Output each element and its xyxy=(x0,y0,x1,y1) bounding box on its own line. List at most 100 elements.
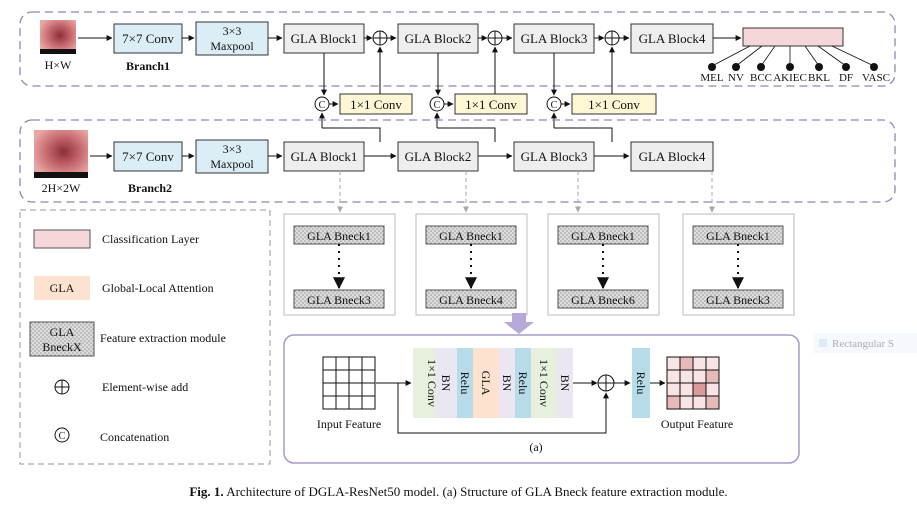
bneck-group-3 xyxy=(547,213,660,316)
class-label-akiec: AKIEC xyxy=(773,72,807,84)
bneck-group-3-bottom: GLA Bneck6 xyxy=(571,293,635,307)
detail-layer-bn2 xyxy=(499,348,515,418)
svg-text:C: C xyxy=(434,100,441,111)
branch1-add-node-1 xyxy=(372,30,388,46)
detail-layer-conv2-label: 1×1 Conv xyxy=(537,359,551,407)
fusion-conv2-label: 1×1 Conv xyxy=(465,97,517,112)
class-output-nodes xyxy=(708,63,878,71)
legend-classification-swatch xyxy=(33,229,91,249)
legend-concat-icon: C xyxy=(54,427,70,443)
class-label-bcc: BCC xyxy=(750,72,772,84)
class-label-df: DF xyxy=(839,72,853,84)
legend-bneck-line2: BneckX xyxy=(42,340,82,354)
detail-layer-bn1-label: BN xyxy=(439,375,453,392)
detail-relu-after-add-label: Relu xyxy=(634,372,648,395)
branch2-conv7-label: 7×7 Conv xyxy=(122,149,174,164)
branch1-input-label: H×W xyxy=(45,58,72,72)
branch2-container xyxy=(19,119,896,203)
branch1-name: Branch1 xyxy=(126,59,170,73)
svg-text:C: C xyxy=(551,100,558,111)
detail-container xyxy=(283,334,800,464)
svg-text:Rectangular S: Rectangular S xyxy=(832,338,894,350)
legend-add-desc: Element-wise add xyxy=(102,380,188,394)
bneck-group-1-top: GLA Bneck1 xyxy=(307,229,371,243)
concat-node-1: C xyxy=(314,96,330,112)
branch1-maxpool-line1: 3×3 xyxy=(223,24,242,38)
branch2-name: Branch2 xyxy=(128,181,172,195)
class-label-mel: MEL xyxy=(700,72,724,84)
concat-node-2: C xyxy=(429,96,445,112)
detail-layer-conv1-label: 1×1 Conv xyxy=(425,359,439,407)
detail-layer-bn3-label: BN xyxy=(558,375,572,392)
legend-container xyxy=(19,209,271,465)
detail-relu-after-add xyxy=(632,348,650,418)
fusion-conv3-label: 1×1 Conv xyxy=(588,97,640,112)
branch1-container xyxy=(19,11,896,87)
branch2-input-label: 2H×2W xyxy=(42,181,81,195)
legend-gla-box-label: GLA xyxy=(50,281,75,295)
legend-bneck-line1: GLA xyxy=(50,325,75,339)
class-label-nv: NV xyxy=(728,72,744,84)
branch2-input-image xyxy=(34,130,88,178)
branch1-gla-block4 xyxy=(630,23,714,54)
branch1-gla-block2-label: GLA Block2 xyxy=(405,31,472,46)
expand-arrow xyxy=(504,313,534,334)
branch1-conv7-label: 7×7 Conv xyxy=(122,31,174,46)
fusion-conv2 xyxy=(454,93,528,115)
branch2-gla-block4 xyxy=(630,141,714,172)
branch2-gla-block3-label: GLA Block3 xyxy=(521,149,588,164)
detail-layer-bn1 xyxy=(435,348,457,418)
branch1-gla-block1 xyxy=(283,23,365,54)
faded-shape-label: Rectangular S xyxy=(813,333,917,353)
branch2-gla-block2-label: GLA Block2 xyxy=(405,149,472,164)
concat-node-3: C xyxy=(546,96,562,112)
bneck-group-2-bottom: GLA Bneck4 xyxy=(439,293,503,307)
branch1-input-image xyxy=(40,20,76,54)
branch1-gla-block4-label: GLA Block4 xyxy=(639,31,706,46)
detail-layer-relu1 xyxy=(457,348,473,418)
detail-add-node xyxy=(597,374,615,392)
legend-gla-swatch xyxy=(34,276,90,300)
detail-layer-bn3 xyxy=(557,348,573,418)
legend-add-icon xyxy=(54,379,70,395)
legend-bneck-desc: Feature extraction module xyxy=(100,331,226,345)
fusion-conv3 xyxy=(571,93,657,115)
bneck-group-4-top: GLA Bneck1 xyxy=(706,229,770,243)
input-feature-label: Input Feature xyxy=(317,417,381,431)
detail-layer-gla-label: GLA xyxy=(479,371,493,396)
legend-bneck-swatch xyxy=(29,321,95,357)
detail-layer-conv1 xyxy=(413,348,435,418)
branch2-gla-block4-label: GLA Block4 xyxy=(639,149,706,164)
figure-caption: Fig. 1. Architecture of DGLA-ResNet50 mo… xyxy=(0,484,917,500)
branch1-add-node-3 xyxy=(604,30,620,46)
bneck-group-4-bottom: GLA Bneck3 xyxy=(706,293,770,307)
fusion-conv1 xyxy=(339,93,413,115)
figure-number: Fig. 1. xyxy=(189,484,224,499)
class-label-vasc: VASC xyxy=(862,72,890,84)
classifier-fanout xyxy=(711,45,875,67)
output-feature-label: Output Feature xyxy=(661,417,733,431)
input-feature-grid xyxy=(322,356,376,410)
branch1-maxpool-line2: Maxpool xyxy=(210,39,254,53)
detail-layer-gla xyxy=(473,348,499,418)
branch2-gla-block1-label: GLA Block1 xyxy=(291,149,358,164)
caption-text: Architecture of DGLA-ResNet50 model. (a)… xyxy=(226,484,728,499)
class-label-bkl: BKL xyxy=(808,72,830,84)
bneck-group-4 xyxy=(682,213,795,316)
branch2-maxpool xyxy=(195,139,269,174)
detail-layer-relu2-label: Relu xyxy=(516,372,530,395)
legend-concat-desc: Concatenation xyxy=(100,430,169,444)
branch2-gla-block2 xyxy=(397,141,479,172)
svg-text:C: C xyxy=(59,431,66,442)
bneck-group-1-bottom: GLA Bneck3 xyxy=(307,293,371,307)
bneck-group-2 xyxy=(415,213,528,316)
branch1-gla-block2 xyxy=(397,23,479,54)
branch2-gla-block3 xyxy=(513,141,595,172)
detail-layer-bn2-label: BN xyxy=(500,375,514,392)
branch1-add-node-2 xyxy=(487,30,503,46)
legend-classification-label: Classification Layer xyxy=(102,232,199,246)
legend-gla-desc: Global-Local Attention xyxy=(102,281,214,295)
detail-layer-conv2 xyxy=(531,348,557,418)
branch2-maxpool-line1: 3×3 xyxy=(223,142,242,156)
bneck-group-3-top: GLA Bneck1 xyxy=(571,229,635,243)
